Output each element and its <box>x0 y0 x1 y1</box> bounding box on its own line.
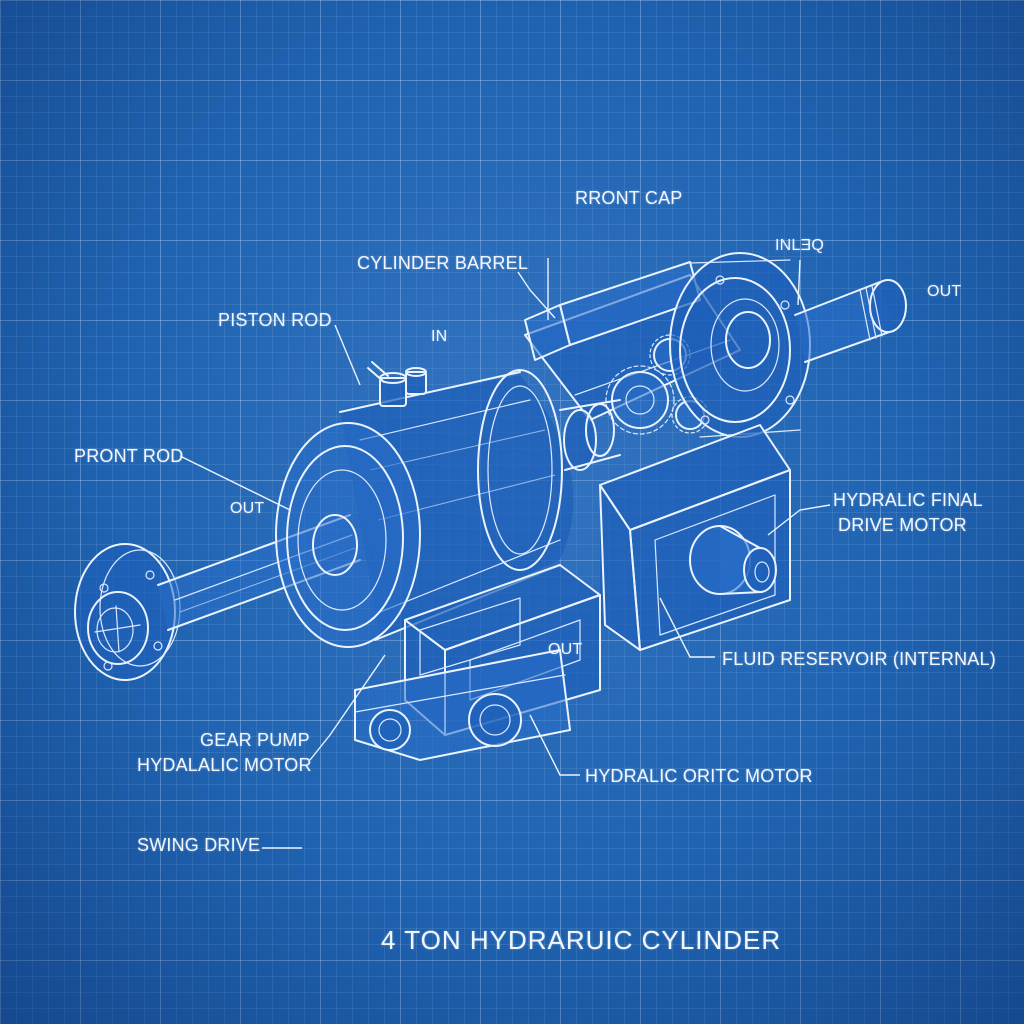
inlet-label: INLƎQ <box>775 237 825 254</box>
out-top-right-label: OUT <box>927 283 962 300</box>
final-drive-label-line1: HYDRALIC FINAL <box>833 490 983 510</box>
front-rod-label: PRONT ROD <box>74 446 184 466</box>
rod-end-flange <box>74 543 181 681</box>
out-left-label: OUT <box>230 500 265 517</box>
swing-drive-label: SWING DRIVE <box>137 835 261 855</box>
in-center-label: IN <box>431 328 448 345</box>
main-cylinder-barrel <box>275 369 574 648</box>
leader-lines <box>179 258 831 849</box>
gear-pump-label-line2: HYDALALIC MOTOR <box>137 755 312 775</box>
output-shaft <box>794 279 907 363</box>
top-fittings <box>367 361 427 407</box>
fluid-reservoir-label: FLUID RESERVOIR (INTERNAL) <box>722 649 996 669</box>
front-cap-flange <box>669 252 811 438</box>
diagram-title: 4 TON HYDRARUIC CYLINDER <box>381 925 782 955</box>
piston-rod-label: PISTON ROD <box>218 310 332 330</box>
out-bottom-label: OUT <box>548 641 583 658</box>
gear-pump-label-line1: GEAR PUMP <box>200 730 310 750</box>
front-cap-label: RRONT CAP <box>575 188 683 208</box>
orbit-motor-label: HYDRALIC ORITC MOTOR <box>585 766 813 786</box>
cylinder-barrel-label: CYLINDER BARREL <box>357 253 529 273</box>
final-drive-motor-box <box>599 424 791 651</box>
base-mount <box>354 649 571 761</box>
final-drive-label-line2: DRIVE MOTOR <box>838 515 967 535</box>
